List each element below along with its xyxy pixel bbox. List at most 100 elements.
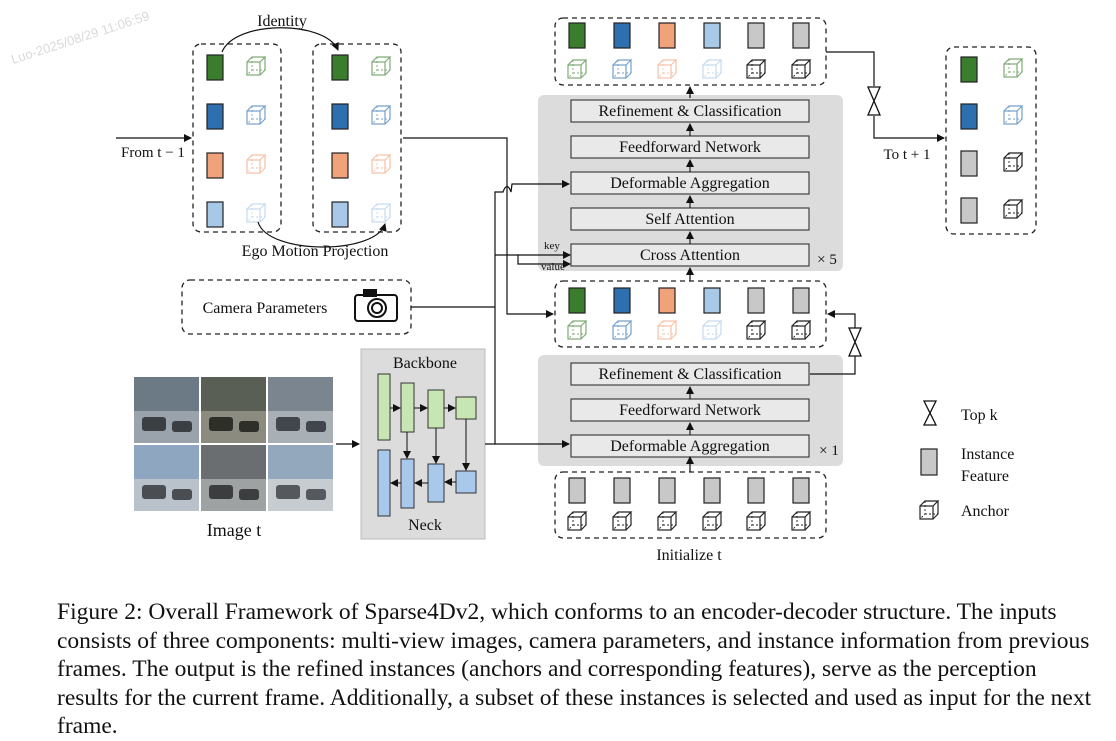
anchor-icon — [657, 59, 678, 79]
anchor-icon — [612, 511, 633, 531]
instance-feature — [658, 22, 676, 49]
legend-anchor-label: Anchor — [961, 503, 1010, 520]
key-label: key — [544, 240, 560, 252]
decoder-top-layer-label: Deformable Aggregation — [610, 175, 770, 192]
instance-feature-icon — [920, 448, 938, 476]
instance-feature — [658, 477, 676, 504]
instance-feature — [747, 22, 765, 49]
anchor-icon — [246, 56, 267, 76]
prev-instances-box — [192, 43, 282, 233]
instance-feature — [206, 103, 224, 130]
identity-arrow — [221, 27, 339, 53]
anchor-icon — [246, 105, 267, 125]
anchor-icon — [702, 320, 723, 340]
anchor-icon — [246, 203, 267, 223]
anchor-icon — [371, 56, 392, 76]
decoder-bottom-layer-label: Deformable Aggregation — [610, 438, 770, 455]
image-label: Image t — [207, 520, 261, 540]
camera-params-label: Camera Parameters — [203, 300, 328, 317]
instance-feature — [960, 197, 978, 224]
instance-feature — [568, 477, 586, 504]
output-instances-box — [554, 17, 827, 86]
instance-feature — [747, 287, 765, 314]
anchor-icon — [612, 59, 633, 79]
instance-feature — [960, 56, 978, 83]
backbone-neck-arrows — [390, 404, 470, 487]
backbone-blocks — [377, 373, 477, 441]
anchor-icon — [371, 203, 392, 223]
instance-feature — [960, 150, 978, 177]
anchor-icon — [612, 320, 633, 340]
from-prev-label: From t − 1 — [121, 145, 185, 161]
repeat-top-label: × 5 — [817, 252, 837, 268]
anchor-icon — [246, 154, 267, 174]
multi-view-images — [134, 377, 333, 511]
instance-feature — [960, 103, 978, 130]
legend — [919, 400, 940, 520]
ego-motion-arrow — [257, 221, 387, 248]
projected-instances-box — [312, 43, 402, 233]
projected-instances — [331, 54, 392, 228]
anchor-icon — [919, 500, 940, 520]
decoder-bottom-layer-0 — [570, 362, 810, 386]
prev-instances — [206, 54, 267, 228]
decoder-top-layer-label: Feedforward Network — [619, 139, 761, 156]
instance-feature — [206, 152, 224, 179]
to-next-label: To t + 1 — [884, 147, 931, 163]
anchor-icon — [702, 59, 723, 79]
instance-feature — [703, 287, 721, 314]
camera-icon — [354, 289, 398, 322]
mid-instances — [567, 287, 812, 340]
anchor-icon — [567, 511, 588, 531]
output-instances — [567, 22, 812, 79]
decoder-top-layer-label: Cross Attention — [640, 247, 740, 264]
legend-top-k-label: Top k — [961, 407, 998, 424]
top-k-symbols — [848, 86, 881, 357]
anchor-icon — [791, 320, 812, 340]
instance-feature — [613, 22, 631, 49]
ego-motion-label: Ego Motion Projection — [242, 243, 389, 260]
instance-feature — [568, 22, 586, 49]
instance-feature — [613, 477, 631, 504]
instance-feature — [792, 287, 810, 314]
connection-arrows — [403, 51, 945, 472]
anchor-icon — [791, 59, 812, 79]
neck-label: Neck — [408, 517, 442, 534]
instance-feature — [792, 477, 810, 504]
anchor-icon — [702, 511, 723, 531]
identity-label: Identity — [257, 13, 307, 30]
decoder-top-layer-label: Self Attention — [645, 211, 734, 228]
initialize-label: Initialize t — [656, 547, 722, 564]
instance-feature — [792, 22, 810, 49]
anchor-icon — [567, 59, 588, 79]
figure-caption: Figure 2: Overall Framework of Sparse4Dv… — [57, 599, 1092, 740]
instance-feature — [703, 477, 721, 504]
instance-feature — [331, 54, 349, 81]
decoder-bottom-layer-label: Feedforward Network — [619, 402, 761, 419]
anchor-icon — [1003, 58, 1024, 78]
mid-instances-box — [554, 280, 827, 348]
instance-feature — [331, 152, 349, 179]
init-instances — [567, 477, 812, 531]
anchor-icon — [1003, 152, 1024, 172]
anchor-icon — [371, 105, 392, 125]
anchor-icon — [746, 59, 767, 79]
anchor-icon — [746, 511, 767, 531]
decoder-top-layer-label: Refinement & Classification — [598, 103, 781, 120]
next-instances-box — [945, 46, 1037, 235]
anchor-icon — [1003, 105, 1024, 125]
instance-feature — [206, 201, 224, 228]
anchor-icon — [657, 320, 678, 340]
anchor-icon — [791, 511, 812, 531]
instance-feature — [206, 54, 224, 81]
neck-blocks — [377, 449, 477, 517]
decoder-top-layer-0 — [570, 99, 810, 123]
anchor-icon — [746, 320, 767, 340]
instance-feature — [658, 287, 676, 314]
backbone-label: Backbone — [393, 355, 457, 372]
next-instances — [960, 56, 1024, 224]
top-k-icon — [922, 400, 938, 426]
